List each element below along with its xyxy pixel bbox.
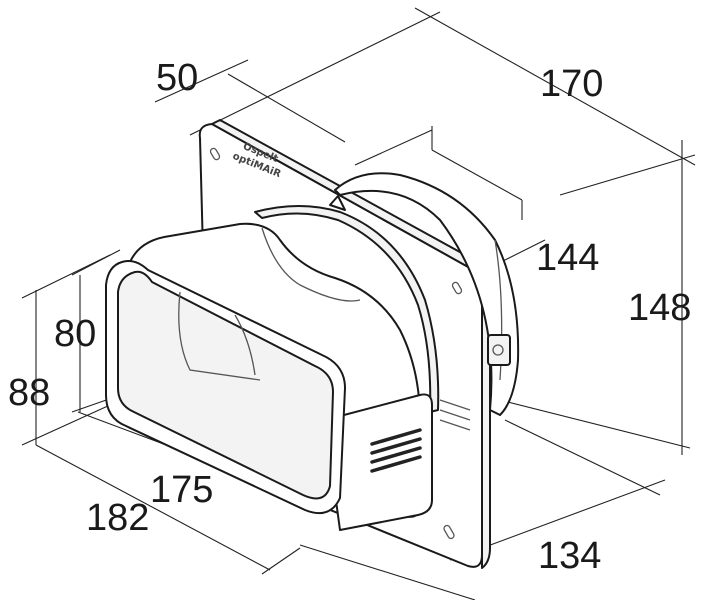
label-134: 134: [538, 535, 601, 577]
dimension-labels: 50 170 144 148 80 88 175 182 134: [8, 57, 691, 577]
label-88: 88: [8, 372, 50, 414]
ext-line-144-c: [431, 149, 523, 201]
screw-slot-top-right: [451, 281, 463, 295]
ring-tab: [329, 195, 346, 211]
dimension-lines: [21, 7, 696, 600]
transition-side: [324, 393, 433, 531]
round-spigot: [334, 172, 520, 416]
ext-line-182: [261, 547, 301, 575]
ext-line-134-b: [504, 419, 661, 496]
dim-line-170: [189, 11, 441, 136]
outlet-inner-curve: [234, 314, 256, 376]
spigot-clip: [487, 334, 511, 366]
dim-line-182: [35, 444, 271, 571]
label-144: 144: [536, 237, 599, 279]
spigot-body: [334, 172, 520, 416]
ext-line-148-bottom: [499, 399, 691, 449]
rectangular-outlet: [105, 260, 346, 514]
ext-line-144-a: [354, 129, 433, 166]
spigot-clip-hole: [492, 344, 504, 356]
ext-line-50: [227, 73, 346, 143]
label-182: 182: [86, 497, 149, 539]
vent-slots: [370, 428, 422, 473]
ring-band: [254, 205, 440, 413]
dim-line-50: [154, 59, 249, 103]
ext-line-88-bottom: [21, 404, 111, 446]
ring-ribs: [439, 399, 471, 431]
label-80: 80: [54, 313, 96, 355]
screw-slot-bottom-right: [443, 524, 455, 540]
label-175: 175: [150, 469, 213, 511]
outlet-inner-shadow: [178, 291, 261, 381]
bayonet-ring: [254, 195, 471, 431]
outlet-inner-frame: [117, 270, 334, 500]
label-50: 50: [156, 57, 198, 99]
label-148: 148: [628, 287, 691, 329]
ext-line-134-a: [299, 544, 476, 600]
ext-line-88-top: [21, 254, 111, 299]
label-170: 170: [540, 63, 603, 105]
screw-slot-top-left: [209, 147, 221, 161]
ext-line-80-top: [71, 249, 121, 276]
transition-crease: [261, 227, 361, 302]
ext-line-148-top: [559, 154, 696, 196]
dim-line-170-b: [414, 7, 696, 166]
